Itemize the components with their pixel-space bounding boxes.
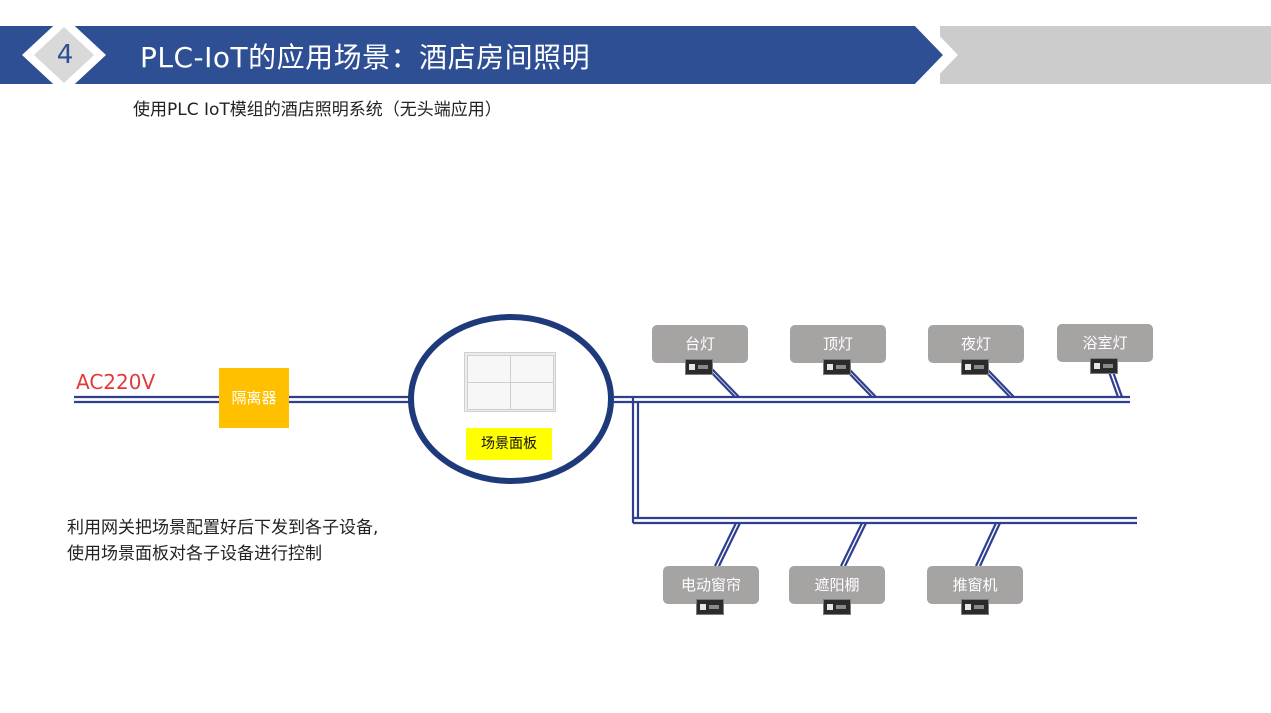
page-title: PLC-IoT的应用场景：酒店房间照明	[140, 41, 591, 74]
tap-ceiling-lamp-b	[848, 368, 877, 398]
plc-module-icon	[1090, 358, 1118, 374]
scene-panel-label: 场景面板	[466, 428, 552, 460]
device-table-lamp: 台灯	[652, 325, 748, 363]
plc-module-icon	[823, 599, 851, 615]
tap-curtain-a	[714, 522, 737, 567]
device-electric-curtain: 电动窗帘	[663, 566, 759, 604]
tap-awning-a	[840, 522, 863, 567]
tap-curtain-b	[718, 522, 741, 567]
page-subtitle: 使用PLC IoT模组的酒店照明系统（无头端应用）	[133, 100, 502, 120]
device-awning: 遮阳棚	[789, 566, 885, 604]
tap-table-lamp-b	[711, 368, 740, 398]
tap-window-b	[979, 522, 1001, 567]
tap-night-lamp-b	[986, 368, 1015, 398]
slide-number: 4	[56, 40, 74, 70]
header-graphic	[0, 16, 958, 94]
header-gray-band	[940, 26, 1271, 84]
tap-window-a	[975, 522, 997, 567]
note-line-2: 使用场景面板对各子设备进行控制	[67, 544, 322, 564]
note-line-1: 利用网关把场景配置好后下发到各子设备,	[67, 518, 379, 538]
plc-module-icon	[823, 359, 851, 375]
plc-module-icon	[961, 359, 989, 375]
description-note: 利用网关把场景配置好后下发到各子设备, 使用场景面板对各子设备进行控制	[67, 515, 378, 567]
plc-module-icon	[696, 599, 724, 615]
tap-awning-b	[844, 522, 867, 567]
device-ceiling-lamp: 顶灯	[790, 325, 886, 363]
device-window-opener: 推窗机	[927, 566, 1023, 604]
plc-module-icon	[961, 599, 989, 615]
ac-voltage-label: AC220V	[76, 370, 156, 394]
device-bathroom-lamp: 浴室灯	[1057, 324, 1153, 362]
device-night-lamp: 夜灯	[928, 325, 1024, 363]
scene-panel-image	[464, 352, 556, 412]
plc-module-icon	[685, 359, 713, 375]
isolator-block: 隔离器	[219, 368, 289, 428]
